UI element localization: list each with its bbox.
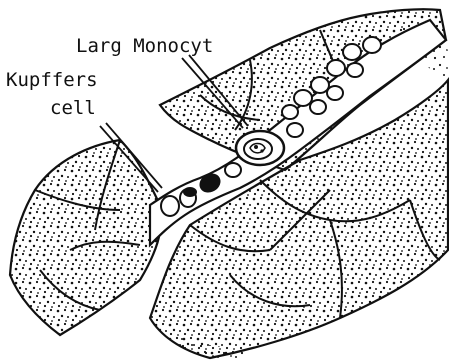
- label-large-monocyte: Larg Monocyt: [76, 37, 213, 56]
- large-monocyte: [236, 131, 284, 165]
- label-kupffer-cell-line2: cell: [50, 99, 96, 118]
- label-kupffer-cell-line1: Kupffers: [6, 71, 98, 90]
